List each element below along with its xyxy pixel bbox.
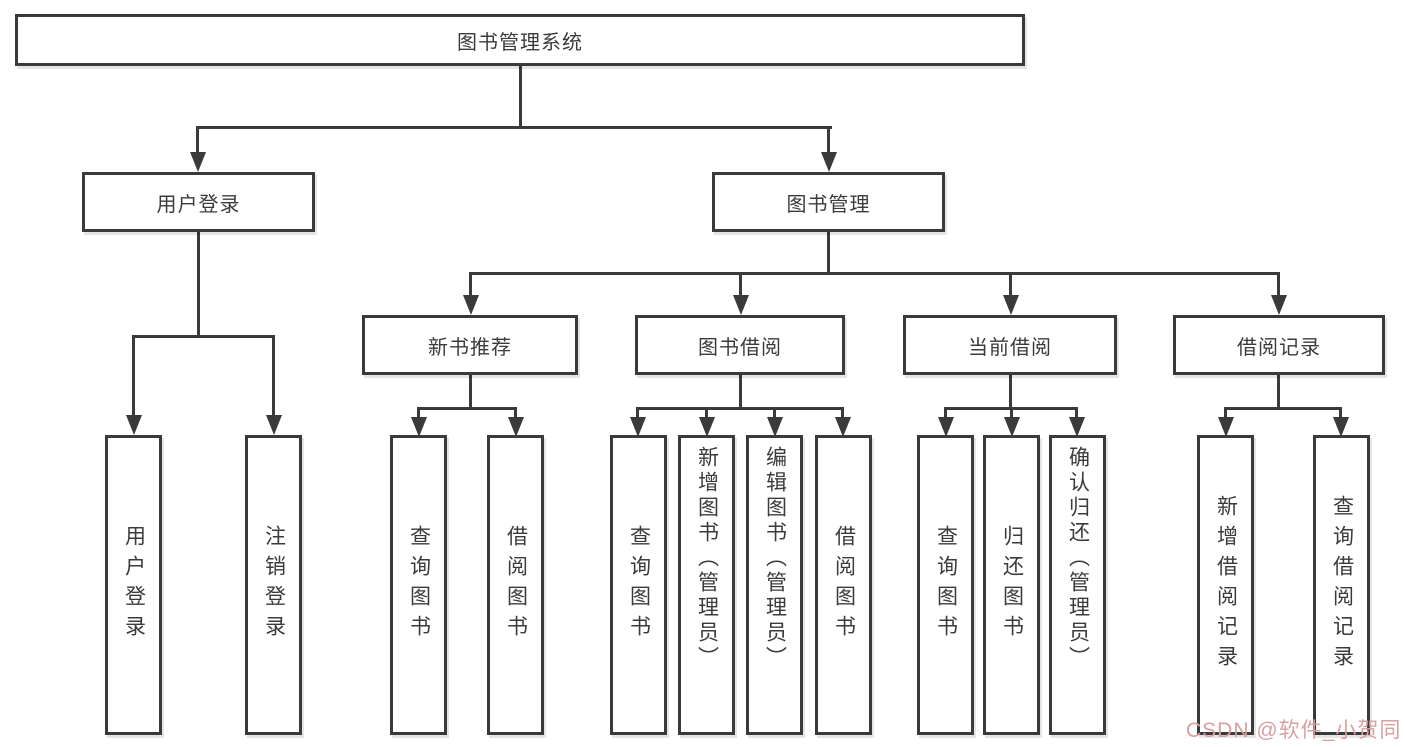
connector-line <box>1224 407 1342 410</box>
leaf-add-books-admin: 新增图书（管理员） <box>678 435 735 735</box>
arrow-down-icon <box>821 152 837 172</box>
connector-line <box>1075 407 1078 419</box>
connector-line <box>739 272 742 297</box>
arrow-down-icon <box>508 417 524 437</box>
leaf-add-borrow-record: 新增借阅记录 <box>1197 435 1254 735</box>
arrow-down-icon <box>190 152 206 172</box>
arrow-down-icon <box>938 417 954 437</box>
arrow-down-icon <box>835 417 851 437</box>
connector-line <box>636 407 639 419</box>
leaf-borrow-books-recommend: 借阅图书 <box>487 435 544 735</box>
connector-line <box>1277 272 1280 297</box>
arrow-down-icon <box>463 295 479 315</box>
arrow-down-icon <box>1218 417 1234 437</box>
connector-line <box>1009 272 1012 297</box>
connector-line <box>417 407 420 419</box>
arrow-down-icon <box>411 417 427 437</box>
connector-line <box>1339 407 1342 419</box>
connector-line <box>944 407 947 419</box>
connector-line <box>132 335 274 338</box>
connector-line <box>705 407 708 419</box>
arrow-down-icon <box>1003 295 1019 315</box>
node-user-login: 用户登录 <box>82 172 315 232</box>
arrow-down-icon <box>699 417 715 437</box>
arrow-down-icon <box>126 415 142 435</box>
connector-line <box>272 335 275 417</box>
leaf-confirm-return-admin: 确认归还（管理员） <box>1049 435 1106 735</box>
arrow-down-icon <box>767 417 783 437</box>
leaf-return-books: 归还图书 <box>983 435 1040 735</box>
leaf-user-login: 用户登录 <box>105 435 162 735</box>
connector-line <box>773 407 776 419</box>
connector-line <box>514 407 517 419</box>
connector-line <box>1010 407 1013 419</box>
leaf-query-books-current: 查询图书 <box>917 435 974 735</box>
connector-line <box>196 126 832 129</box>
arrow-down-icon <box>1333 417 1349 437</box>
connector-line <box>197 232 200 335</box>
arrow-down-icon <box>733 295 749 315</box>
connector-line <box>841 407 844 419</box>
arrow-down-icon <box>1271 295 1287 315</box>
connector-line <box>196 126 199 154</box>
leaf-logout: 注销登录 <box>245 435 302 735</box>
node-book-borrow: 图书借阅 <box>635 315 845 375</box>
csdn-watermark: CSDN @软件_小贺同学 <box>1186 719 1402 742</box>
connector-line <box>132 335 135 417</box>
arrow-down-icon <box>266 415 282 435</box>
leaf-query-borrow-record: 查询借阅记录 <box>1313 435 1370 735</box>
leaf-query-books-recommend: 查询图书 <box>390 435 447 735</box>
node-root: 图书管理系统 <box>15 14 1025 66</box>
connector-line <box>827 126 830 154</box>
connector-line <box>1009 375 1012 407</box>
connector-line <box>469 375 472 407</box>
arrow-down-icon <box>630 417 646 437</box>
node-book-management: 图书管理 <box>712 172 945 232</box>
node-borrow-records: 借阅记录 <box>1173 315 1385 375</box>
connector-line <box>1224 407 1227 419</box>
connector-line <box>519 66 522 126</box>
connector-line <box>1277 375 1280 407</box>
leaf-query-books-borrow: 查询图书 <box>610 435 667 735</box>
arrow-down-icon <box>1004 417 1020 437</box>
connector-line <box>469 272 1280 275</box>
leaf-borrow-books: 借阅图书 <box>815 435 872 735</box>
connector-line <box>636 407 844 410</box>
connector-line <box>827 232 830 272</box>
node-new-book-recommend: 新书推荐 <box>362 315 578 375</box>
connector-line <box>417 407 517 410</box>
arrow-down-icon <box>1069 417 1085 437</box>
leaf-edit-books-admin: 编辑图书（管理员） <box>746 435 803 735</box>
connector-line <box>739 375 742 407</box>
connector-line <box>469 272 472 297</box>
node-current-borrow: 当前借阅 <box>903 315 1117 375</box>
